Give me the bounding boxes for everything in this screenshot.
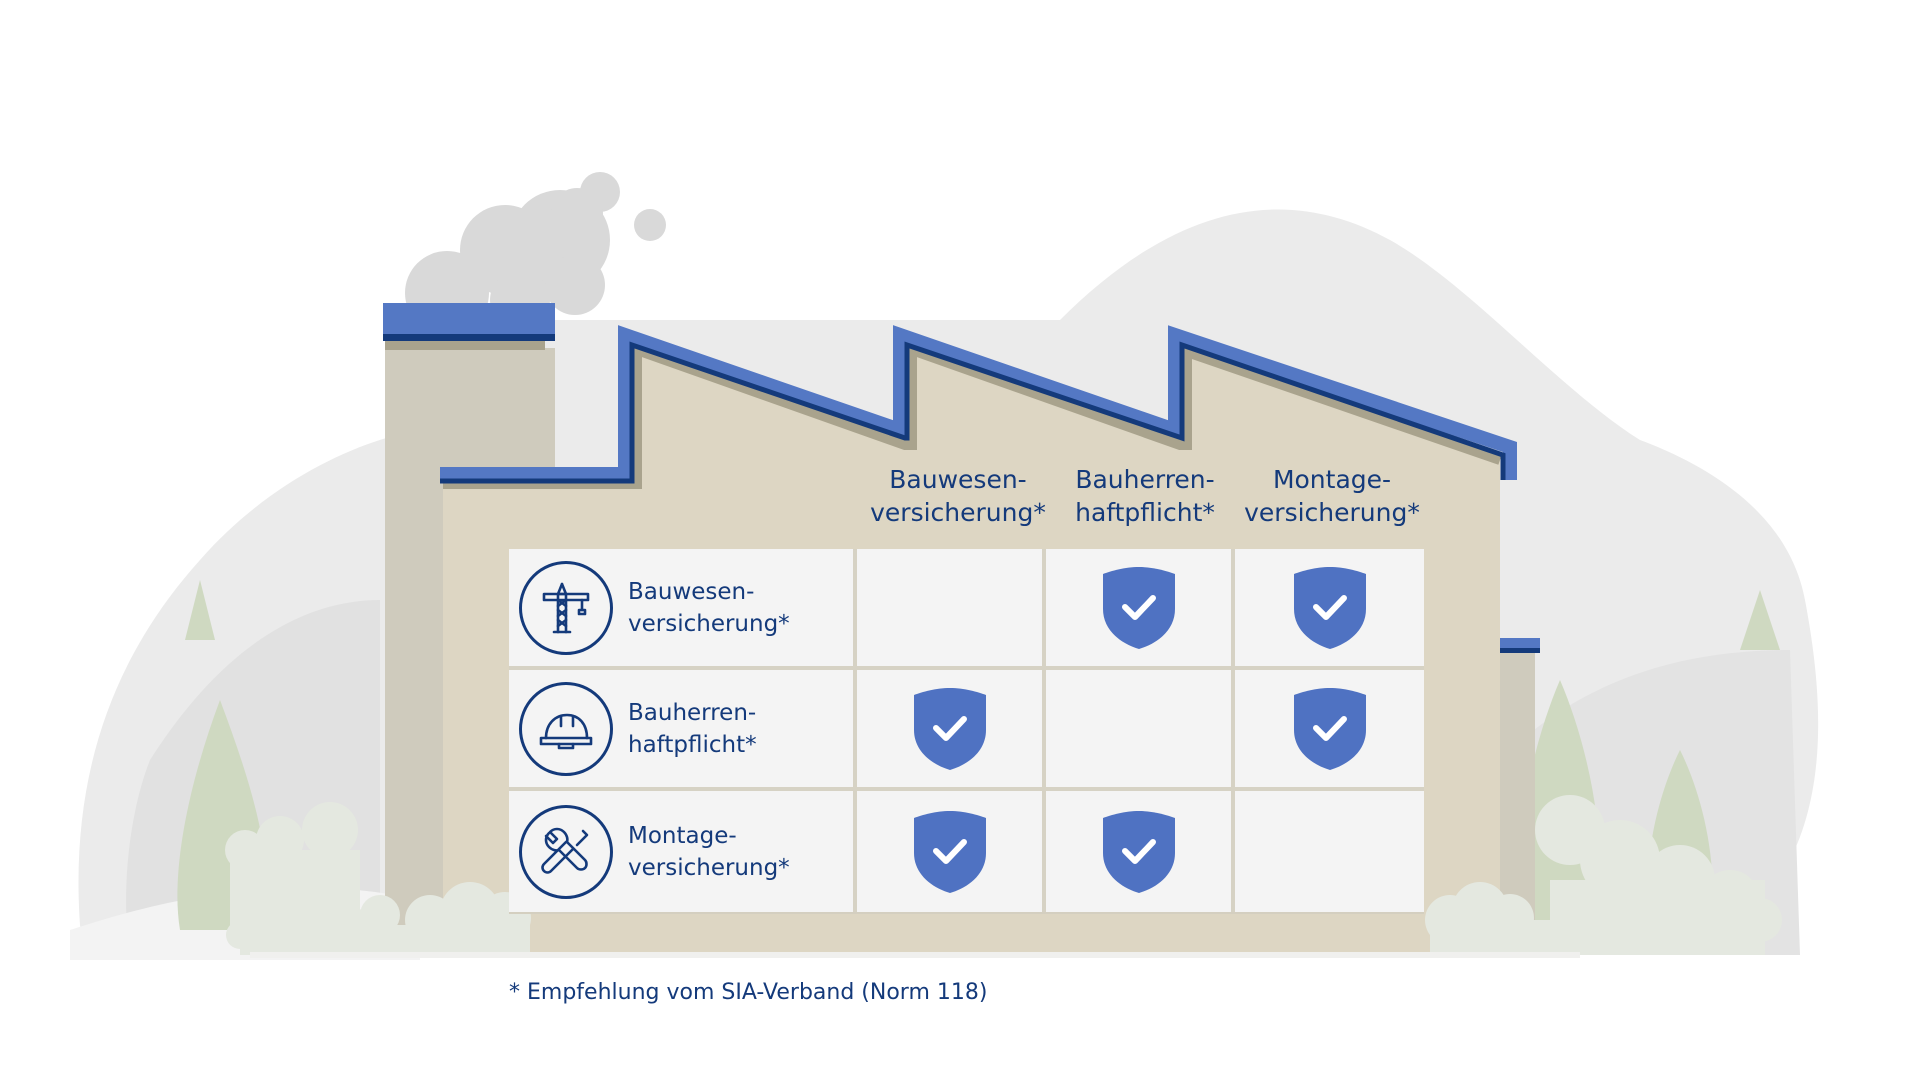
row-header-bauwesen: Bauwesen- versicherung*: [509, 549, 857, 670]
factory-roof-edge: [440, 341, 1506, 484]
footnote: * Empfehlung vom SIA-Verband (Norm 118): [509, 980, 988, 1005]
column-header-bauwesen: Bauwesen- versicherung*: [848, 463, 1068, 529]
cell-montage-bauherren: [1046, 791, 1235, 912]
side-building-roof: [1495, 638, 1540, 650]
coverage-matrix: Bauwesen- versicherung* Bauherren- haft: [509, 549, 1424, 914]
row-label-line1: Bauherren-: [628, 699, 757, 726]
check-shield-icon: [913, 687, 986, 770]
column-header-bauherren: Bauherren- haftpflicht*: [1035, 463, 1255, 529]
smoke-cloud: [405, 172, 666, 335]
ground-line: [250, 952, 1580, 958]
row-label: Montage- versicherung*: [628, 820, 790, 884]
column-header-line2: versicherung*: [1244, 498, 1420, 527]
bushes: [225, 795, 1782, 955]
check-shield-icon: [913, 810, 986, 893]
cell-bauwesen-bauwesen: [857, 549, 1046, 670]
cell-montage-bauwesen: [857, 791, 1046, 912]
row-header-bauherren: Bauherren- haftpflicht*: [509, 670, 857, 791]
check-shield-icon: [1102, 810, 1175, 893]
column-header-line2: versicherung*: [870, 498, 1046, 527]
row-label: Bauherren- haftpflicht*: [628, 697, 757, 761]
check-shield-icon: [1293, 566, 1366, 649]
hard-hat-icon: [519, 681, 613, 776]
row-label-line2: versicherung*: [628, 854, 790, 881]
row-header-montage: Montage- versicherung*: [509, 791, 857, 912]
crane-icon: [519, 560, 613, 655]
row-label-line1: Bauwesen-: [628, 578, 755, 605]
column-header-line1: Montage-: [1272, 465, 1392, 494]
roof-shadow: [443, 342, 1502, 489]
check-shield-icon: [1102, 566, 1175, 649]
cell-bauherren-montage: [1235, 670, 1424, 791]
cell-bauherren-bauherren: [1046, 670, 1235, 791]
cell-bauwesen-bauherren: [1046, 549, 1235, 670]
cell-montage-montage: [1235, 791, 1424, 912]
row-label-line2: haftpflicht*: [628, 731, 757, 758]
row-label-line1: Montage-: [628, 822, 737, 849]
side-building-roof-edge: [1495, 648, 1540, 653]
cell-bauwesen-montage: [1235, 549, 1424, 670]
tools-icon: [519, 804, 613, 899]
column-header-line1: Bauwesen-: [889, 465, 1027, 494]
check-shield-icon: [1293, 687, 1366, 770]
chimney-cap: [383, 303, 555, 336]
factory-roof: [440, 325, 1517, 481]
column-header-line2: haftpflicht*: [1075, 498, 1215, 527]
cell-bauherren-bauwesen: [857, 670, 1046, 791]
column-header-montage: Montage- versicherung*: [1222, 463, 1442, 529]
chimney-cap-edge: [383, 334, 555, 341]
row-label-line2: versicherung*: [628, 610, 790, 637]
column-header-line1: Bauherren-: [1075, 465, 1215, 494]
row-label: Bauwesen- versicherung*: [628, 576, 790, 640]
